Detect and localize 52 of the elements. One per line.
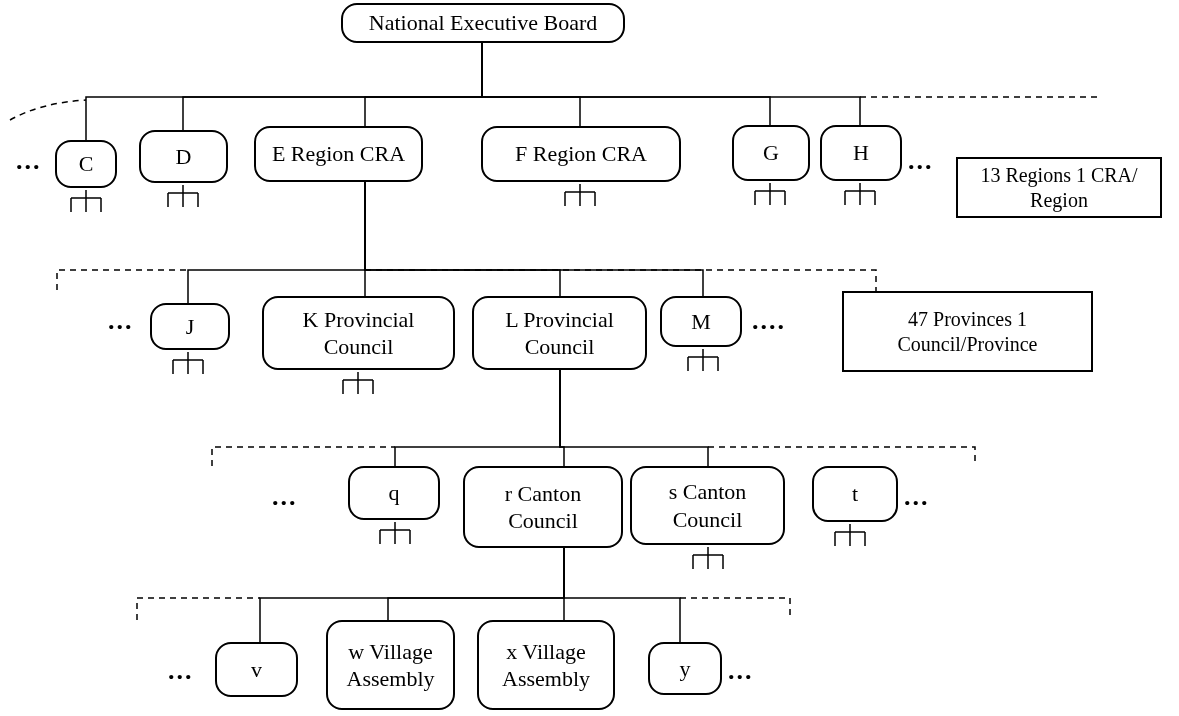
ellipsis-text: ... (272, 484, 298, 510)
unit-name: 13 Regions 1 CRA/ Region (979, 162, 1139, 213)
org-unit-box (477, 620, 615, 710)
ellipsis-text: ... (16, 148, 42, 174)
unit-name: q (388, 479, 400, 507)
unit-name: 47 Provinces 1 Council/Province (896, 306, 1039, 357)
unit-name: y (679, 654, 691, 683)
unit-name: F Region CRA (515, 140, 647, 168)
org-unit-box (481, 126, 681, 182)
unit-name: E Region CRA (271, 140, 406, 168)
org-unit-box (326, 620, 455, 710)
org-unit-box (341, 3, 625, 43)
unit-name: J (185, 312, 195, 341)
unit-name: s Canton Council (667, 478, 748, 533)
unit-name: L Provincial Council (504, 305, 615, 361)
unit-name: K Provincial Council (301, 305, 416, 361)
org-unit-box (139, 130, 228, 183)
org-unit-box (463, 466, 623, 548)
org-unit-box (254, 126, 423, 182)
ellipsis-text: ... (904, 484, 930, 510)
ellipsis-text: .... (752, 308, 786, 334)
ellipsis-text: ... (108, 308, 134, 334)
org-unit-box (55, 140, 117, 188)
org-unit-box (348, 466, 440, 520)
org-unit-box (732, 125, 810, 181)
org-unit-box (262, 296, 455, 370)
unit-name: v (251, 655, 262, 684)
org-unit-box (472, 296, 647, 370)
unit-name: G (763, 139, 779, 167)
ellipsis-text: ... (168, 658, 194, 684)
org-unit-box (812, 466, 898, 522)
org-unit-box (820, 125, 902, 181)
org-unit-box (215, 642, 298, 697)
unit-name: t (851, 480, 859, 508)
unit-name: w Village Assembly (345, 637, 436, 693)
org-unit-box (660, 296, 742, 347)
note-box (842, 291, 1093, 372)
unit-name: H (853, 139, 869, 167)
unit-name: National Executive Board (368, 9, 598, 37)
note-box (956, 157, 1162, 218)
connector-line (559, 369, 709, 467)
unit-name: x Village Assembly (501, 637, 591, 693)
org-unit-box (648, 642, 722, 695)
ellipsis-text: ... (728, 658, 754, 684)
unit-name: r Canton Council (503, 479, 583, 535)
org-unit-box (630, 466, 785, 545)
unit-name: C (78, 150, 94, 178)
unit-name: D (175, 142, 192, 171)
ellipsis-text: ... (908, 148, 934, 174)
org-unit-box (150, 303, 230, 350)
connector-line (563, 547, 681, 643)
unit-name: M (691, 307, 711, 336)
